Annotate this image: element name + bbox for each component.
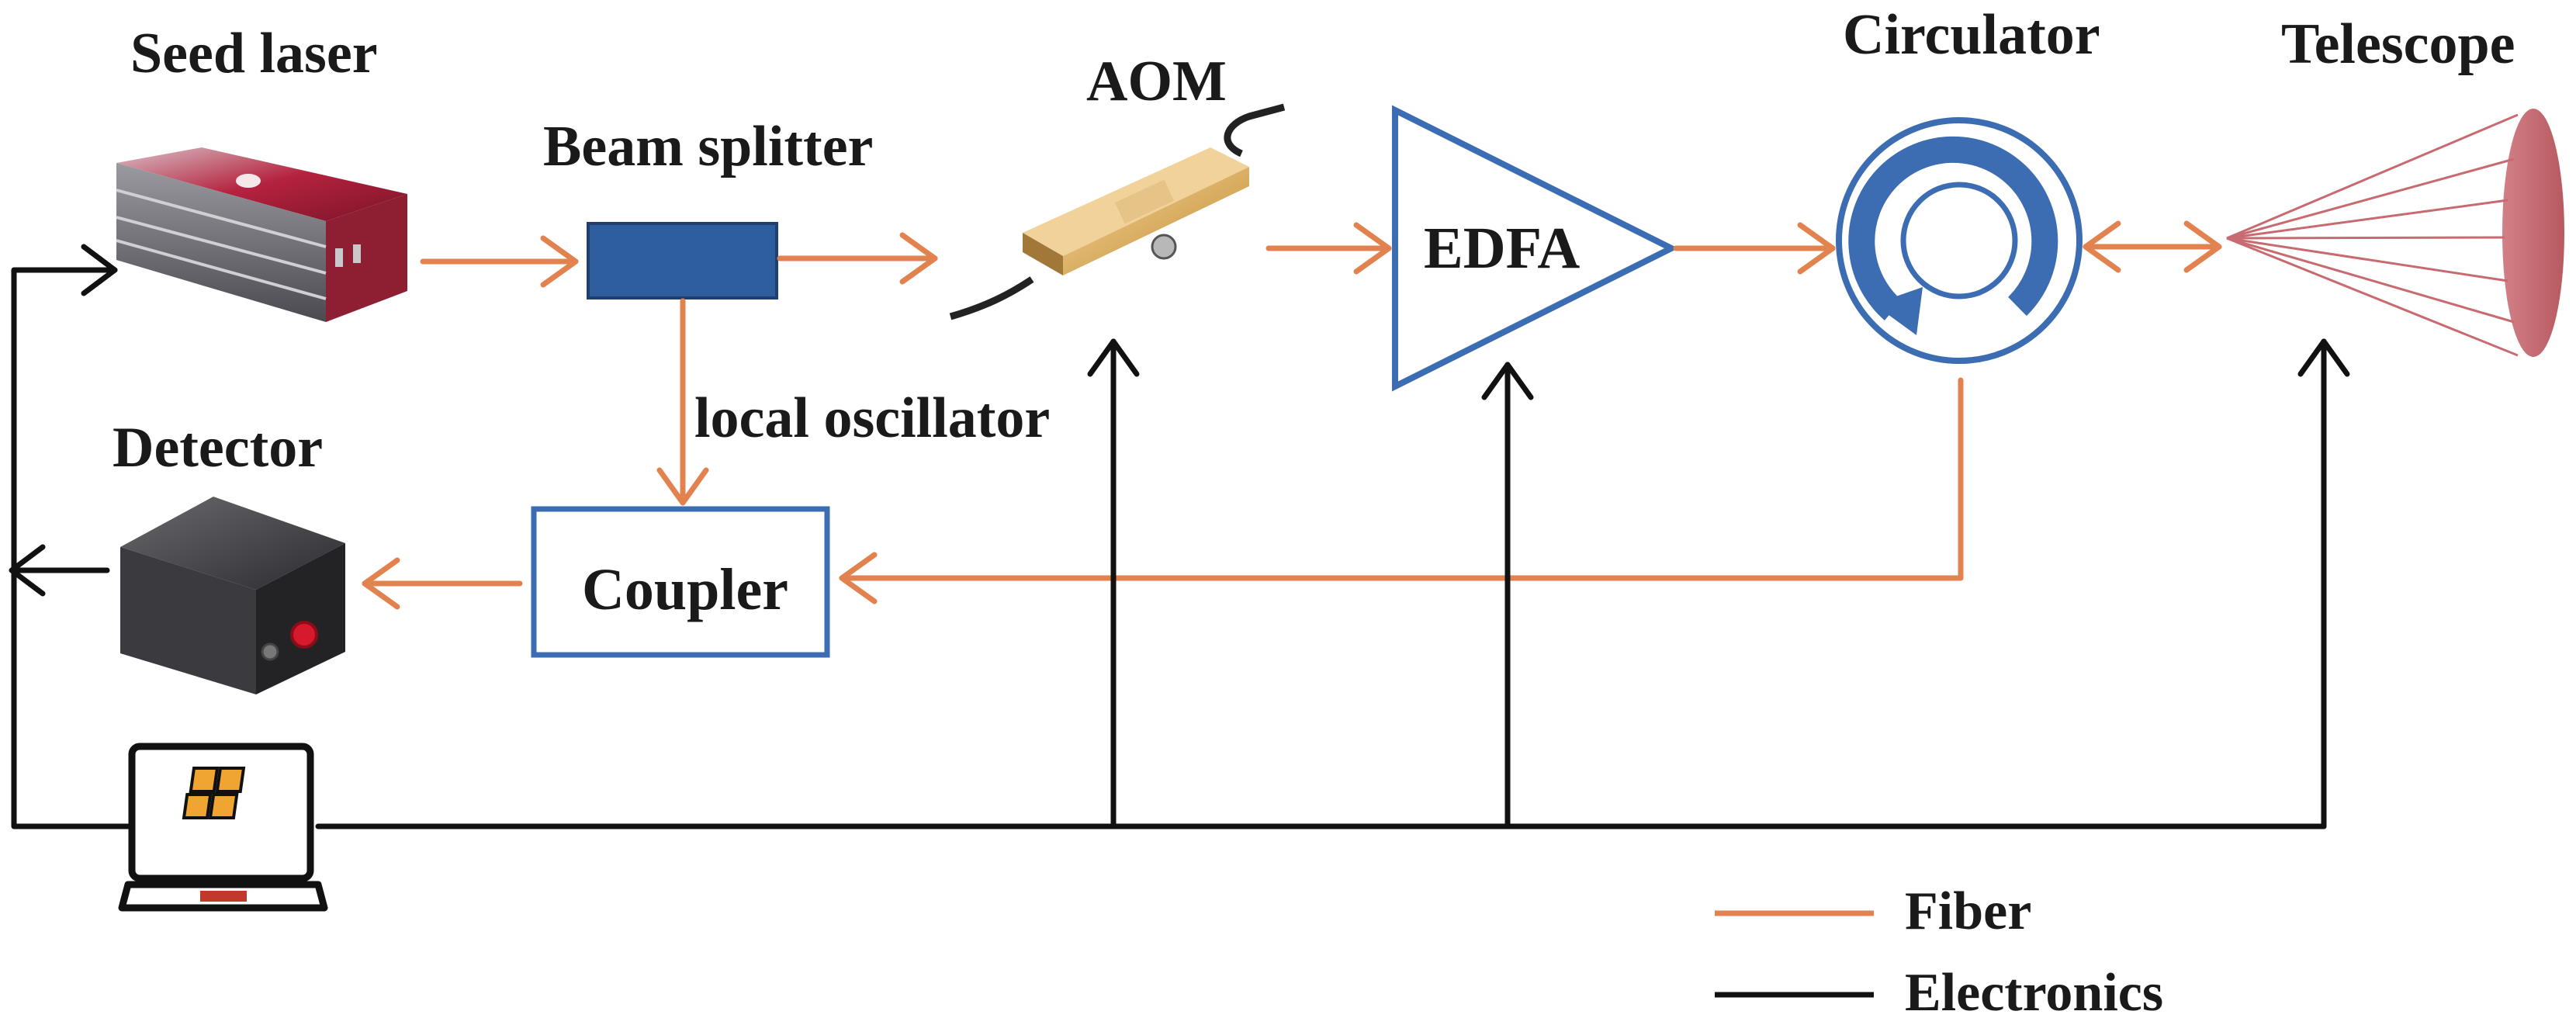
- telescope-label: Telescope: [2281, 12, 2515, 76]
- legend-electronics-label: Electronics: [1905, 963, 2164, 1023]
- edfa-triangle: [1392, 105, 1678, 392]
- seed-laser-device: [116, 147, 407, 322]
- electronics-lines: [9, 244, 2350, 829]
- coupler-box: [531, 506, 830, 658]
- aom-label: AOM: [1086, 50, 1227, 113]
- telescope-icon: [2226, 109, 2564, 357]
- aom-device: [949, 103, 1286, 320]
- coupler-label: Coupler: [582, 557, 788, 622]
- circulator-label: Circulator: [1843, 3, 2100, 67]
- detector-device: [120, 497, 345, 694]
- edfa-label: EDFA: [1424, 216, 1581, 281]
- circulator-icon: [1836, 117, 2083, 364]
- laptop-icon: [118, 743, 328, 912]
- fiber-lines: [362, 220, 2222, 610]
- beam-splitter-block: [587, 222, 778, 300]
- detector-label: Detector: [113, 416, 324, 480]
- beam-splitter-label: Beam splitter: [543, 115, 874, 178]
- windows-logo-icon: [182, 767, 246, 819]
- local-oscillator-label: local oscillator: [694, 386, 1051, 450]
- seed-laser-label: Seed laser: [130, 22, 378, 85]
- legend-fiber-label: Fiber: [1905, 881, 2032, 941]
